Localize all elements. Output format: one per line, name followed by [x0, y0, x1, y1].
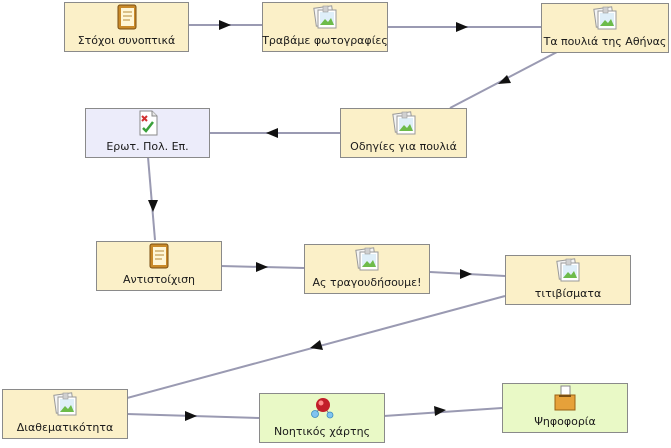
node-label: Ας τραγουδήσουμε!: [312, 276, 422, 289]
node-diathematikotita[interactable]: Διαθεματικότητα: [2, 389, 128, 439]
node-psifoforia[interactable]: Ψηφοφορία: [502, 383, 628, 433]
node-as-tragoudisoume[interactable]: Ας τραγουδήσουμε!: [304, 244, 430, 294]
picture-icon: [391, 111, 415, 135]
mind-map-icon: [311, 398, 334, 419]
node-label: Αντιστοίχιση: [122, 273, 196, 286]
node-label: Τα πουλιά της Αθήνας: [543, 35, 667, 48]
arrowhead-n1-n2: [219, 20, 231, 30]
node-odigies-gia-poulia[interactable]: Οδηγίες για πουλιά: [340, 108, 467, 158]
edge-n5-n6: [147, 156, 156, 241]
picture-icon: [593, 6, 617, 30]
picture-icon: [313, 5, 337, 29]
task-notebook-icon: [149, 243, 169, 269]
node-erot-pol-ep[interactable]: Ερωτ. Πολ. Επ.: [85, 108, 210, 158]
node-label: Οδηγίες για πουλιά: [350, 140, 457, 153]
node-travame-fotografies[interactable]: Τραβάμε φωτογραφίες: [262, 2, 388, 52]
node-label: Τραβάμε φωτογραφίες: [262, 34, 388, 47]
node-label: Νοητικός χάρτης: [273, 425, 371, 438]
arrowhead-n5-n6: [148, 200, 158, 212]
arrowhead-n7-n8: [460, 269, 472, 279]
quiz-document-icon: [139, 110, 157, 136]
ballot-box-icon: [554, 385, 576, 411]
arrowhead-n8-n9: [310, 340, 323, 350]
picture-icon: [355, 247, 379, 271]
arrowhead-n2-n3: [456, 22, 468, 32]
arrowhead-n9-n10: [185, 411, 197, 421]
picture-icon: [556, 258, 580, 282]
node-titivismata[interactable]: τιτιβίσματα: [505, 255, 631, 305]
arrowhead-n4-n5: [266, 128, 278, 138]
node-label: Ψηφοφορία: [534, 415, 596, 428]
node-label: Ερωτ. Πολ. Επ.: [106, 140, 189, 153]
picture-icon: [53, 392, 77, 416]
node-antistoichisi[interactable]: Αντιστοίχιση: [96, 241, 222, 291]
node-stochoi-synoptika[interactable]: Στόχοι συνοπτικά: [64, 2, 189, 52]
edge-n10-n11: [383, 407, 503, 417]
node-label: Στόχοι συνοπτικά: [77, 34, 176, 47]
arrowhead-n10-n11: [434, 406, 446, 416]
node-label: Διαθεματικότητα: [16, 421, 114, 434]
task-notebook-icon: [117, 4, 136, 30]
arrowhead-n3-n4: [498, 75, 511, 84]
node-label: τιτιβίσματα: [534, 287, 602, 300]
node-noitikos-chartis[interactable]: Νοητικός χάρτης: [259, 393, 385, 443]
arrowhead-n6-n7: [256, 262, 268, 272]
node-ta-poulia-tis-athinas[interactable]: Τα πουλιά της Αθήνας: [541, 3, 669, 53]
